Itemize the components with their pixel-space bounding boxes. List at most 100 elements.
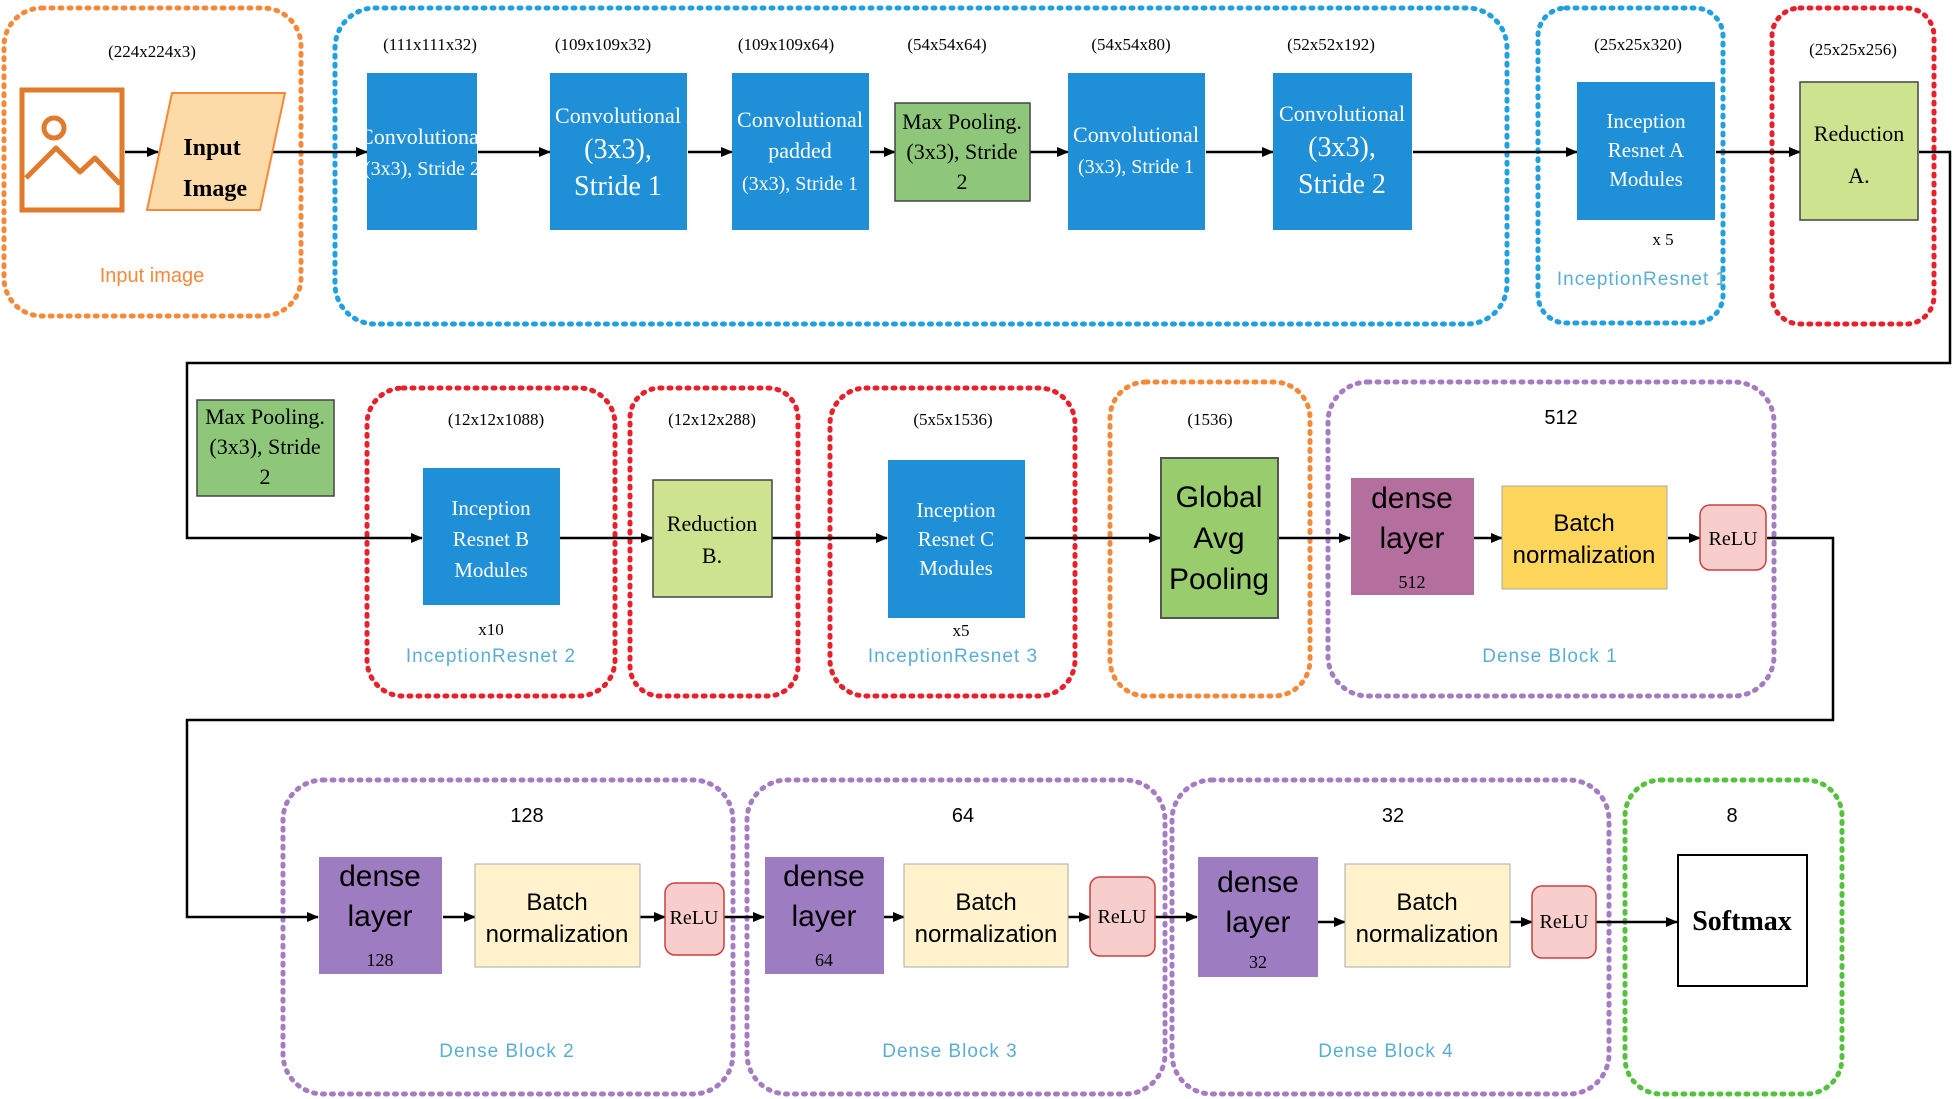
conv2-label-1: Convolutional <box>555 103 681 128</box>
ir-c-label-2: Resnet C <box>918 527 994 551</box>
gap-label-2: Avg <box>1193 522 1244 555</box>
conv5-label-3: Stride 2 <box>1298 169 1386 200</box>
dense-block-2-group <box>280 777 736 1097</box>
batch-norm-2-node <box>474 863 641 968</box>
batch-norm-2-label-2: normalization <box>486 921 629 948</box>
connector-row2-to-row3 <box>185 536 1835 922</box>
ir1-repeat: x 5 <box>1652 230 1673 249</box>
stem-group <box>332 5 1510 327</box>
relu-2-label: ReLU <box>670 907 719 929</box>
reduction-a-label-2: A. <box>1848 163 1869 188</box>
ir2-group-label: InceptionResnet 2 <box>406 646 576 667</box>
conv4-label-2: (3x3), Stride 1 <box>1078 156 1194 178</box>
image-icon <box>19 87 125 213</box>
ir-b-label-1: Inception <box>451 496 531 520</box>
dims-conv4: (54x54x80) <box>1091 35 1170 54</box>
maxpool2-label-2: (3x3), Stride <box>209 434 320 459</box>
conv4-node <box>1068 73 1205 230</box>
dense-layer-3-units: 64 <box>815 950 833 970</box>
input-group-label: Input image <box>100 265 205 287</box>
ir-b-label-3: Modules <box>454 558 528 582</box>
dense-block-2-label: Dense Block 2 <box>439 1041 575 1062</box>
dense-layer-2-label-2: layer <box>347 900 412 933</box>
dense-layer-3-label-1: dense <box>783 860 865 893</box>
input-image-node <box>145 92 287 211</box>
dims-conv2: (109x109x32) <box>555 35 651 54</box>
conv3-node <box>732 73 869 230</box>
dims-gap: (1536) <box>1187 410 1232 429</box>
dense-layer-4-label-2: layer <box>1225 906 1290 939</box>
dims-reduction-a: (25x25x256) <box>1809 40 1897 59</box>
batch-norm-2-label-1: Batch <box>526 889 587 916</box>
connector-row1-to-row2 <box>185 150 1952 543</box>
batch-norm-4-node <box>1344 863 1511 968</box>
inception-resnet-1-group <box>1535 5 1726 326</box>
reduction-b-group <box>627 385 801 699</box>
ir-a-label-3: Modules <box>1609 167 1683 191</box>
dense-block-1-units: 512 <box>1544 407 1577 429</box>
batch-norm-1-node <box>1501 485 1668 590</box>
conv1-node <box>367 73 477 230</box>
dense-block-4-units: 32 <box>1382 805 1404 827</box>
inception-resnet-2-group <box>364 385 618 699</box>
conv3-label-1: Convolutional <box>737 107 863 132</box>
dense-layer-2-units: 128 <box>367 950 394 970</box>
reduction-b-node <box>652 479 773 598</box>
dense-layer-3-node <box>765 857 884 974</box>
softmax-group <box>1622 777 1845 1097</box>
dense-layer-4-node <box>1198 857 1318 977</box>
softmax-units: 8 <box>1726 805 1737 827</box>
maxpool1-label-3: 2 <box>957 169 968 194</box>
ir-a-label-1: Inception <box>1606 109 1686 133</box>
inception-resnet-a-node <box>1577 82 1715 220</box>
conv3-label-3: (3x3), Stride 1 <box>742 173 858 195</box>
conv2-label-2: (3x3), <box>584 134 652 165</box>
dims-conv1: (111x111x32) <box>383 35 477 54</box>
dims-ir2: (12x12x1088) <box>448 410 544 429</box>
dense-layer-2-label-1: dense <box>339 860 421 893</box>
ir-c-label-1: Inception <box>916 498 996 522</box>
softmax-label: Softmax <box>1692 906 1792 937</box>
relu-3-label: ReLU <box>1098 906 1147 928</box>
reduction-a-label-1: Reduction <box>1814 121 1904 146</box>
dense-block-3-group <box>744 777 1168 1097</box>
dense-layer-1-label-1: dense <box>1371 482 1453 515</box>
softmax-node <box>1677 854 1808 987</box>
relu-1-node <box>1699 504 1767 571</box>
batch-norm-3-node <box>903 863 1069 968</box>
maxpool2-label-3: 2 <box>260 464 271 489</box>
input-dims: (224x224x3) <box>108 42 196 61</box>
relu-1-label: ReLU <box>1709 528 1758 550</box>
maxpool1-label-1: Max Pooling. <box>902 109 1022 134</box>
dims-conv3: (109x109x64) <box>738 35 834 54</box>
reduction-b-label-2: B. <box>702 543 722 568</box>
inception-resnet-b-node <box>423 468 560 605</box>
conv1-label-2: (3x3), Stride 2 <box>364 158 480 180</box>
batch-norm-4-label-2: normalization <box>1356 921 1499 948</box>
dense-layer-4-units: 32 <box>1249 952 1267 972</box>
conv4-label-1: Convolutional <box>1073 122 1199 147</box>
conv5-label-2: (3x3), <box>1308 132 1376 163</box>
maxpool2-node <box>196 399 335 497</box>
dense-block-2-units: 128 <box>510 805 543 827</box>
ir1-group-label: InceptionResnet 1 <box>1557 269 1727 290</box>
maxpool1-label-2: (3x3), Stride <box>906 139 1017 164</box>
ir-b-label-2: Resnet B <box>453 527 529 551</box>
dense-block-3-label: Dense Block 3 <box>882 1041 1018 1062</box>
dense-layer-2-node <box>319 857 442 974</box>
conv5-node <box>1273 73 1412 230</box>
dense-layer-1-units: 512 <box>1399 572 1426 592</box>
dense-layer-1-node <box>1351 478 1474 595</box>
maxpool1-node <box>894 102 1031 202</box>
batch-norm-1-label-1: Batch <box>1553 510 1614 537</box>
ir2-repeat: x10 <box>478 620 504 639</box>
maxpool2-label-1: Max Pooling. <box>205 404 325 429</box>
ir-c-label-3: Modules <box>919 556 993 580</box>
inception-resnet-c-node <box>888 460 1025 618</box>
dims-ir1: (25x25x320) <box>1594 35 1682 54</box>
dense-layer-3-label-2: layer <box>791 900 856 933</box>
conv3-label-2: padded <box>768 138 832 163</box>
relu-4-label: ReLU <box>1540 911 1589 933</box>
gap-label-1: Global <box>1176 481 1263 514</box>
